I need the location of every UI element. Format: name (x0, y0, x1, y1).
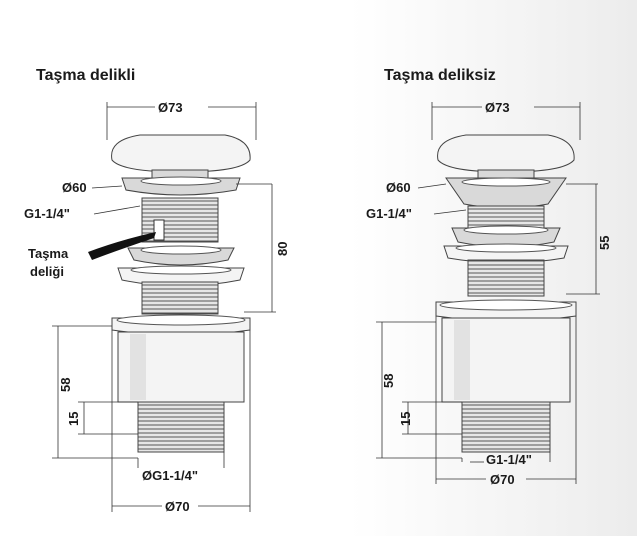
left-body-height-dim: 58 (58, 378, 73, 392)
left-height-dim: 80 (275, 242, 290, 256)
right-cap-diameter: Ø73 (485, 100, 510, 115)
left-cap (111, 134, 251, 173)
left-overflow-label-2: deliği (30, 264, 64, 279)
right-height-dim: 55 (597, 236, 612, 250)
left-overflow-arrow (88, 232, 156, 260)
right-thread-len-dim: 15 (398, 412, 413, 426)
right-upper-thread (467, 205, 545, 229)
left-bottom-thread (137, 401, 225, 453)
right-body-height-dim: 58 (381, 374, 396, 388)
right-drain: Taşma deliksiz Ø73 Ø60 G1-1/4" 55 (366, 67, 612, 487)
right-thread-top: G1-1/4" (366, 206, 412, 221)
left-thread-len-dim: 15 (66, 412, 81, 426)
right-bottom-thread (461, 401, 551, 453)
right-thread-bottom: G1-1/4" (486, 452, 532, 467)
right-cap (437, 134, 575, 173)
left-flange-diameter: Ø60 (62, 180, 87, 195)
left-title: Taşma delikli (36, 67, 135, 84)
left-cap-diameter: Ø73 (158, 100, 183, 115)
right-base-diameter: Ø70 (490, 472, 515, 487)
right-flange-diameter: Ø60 (386, 180, 411, 195)
left-drain: Taşma delikli Ø73 Ø60 G1-1/4" Taşma deli… (24, 67, 290, 514)
left-base-diameter: Ø70 (165, 499, 190, 514)
left-thread-top: G1-1/4" (24, 206, 70, 221)
left-overflow-label-1: Taşma (28, 246, 69, 261)
right-title: Taşma deliksiz (384, 67, 496, 84)
left-thread-bottom: ØG1-1/4" (142, 468, 198, 483)
